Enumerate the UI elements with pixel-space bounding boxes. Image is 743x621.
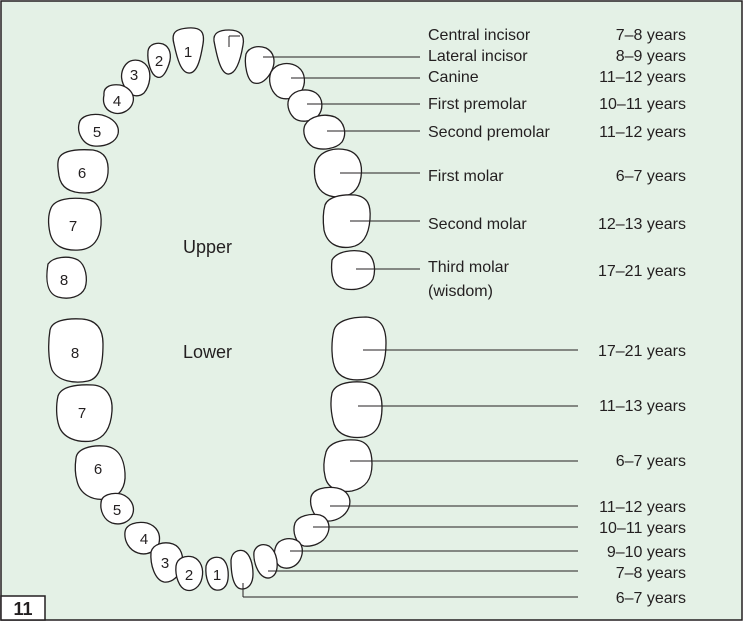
upper-left-tooth-5: 5 — [79, 114, 119, 146]
figure-number-badge: 11 — [1, 596, 45, 620]
label-canine: Canine — [428, 69, 479, 86]
svg-text:1: 1 — [213, 567, 221, 584]
age-first-premolar: 10–11 years — [599, 96, 686, 113]
lower-central-incisor-tooth — [231, 550, 253, 589]
lower-left-tooth-7: 7 — [57, 385, 112, 442]
svg-text:7: 7 — [69, 218, 77, 235]
lower-age-second-molar: 11–13 years — [599, 398, 686, 415]
svg-text:3: 3 — [130, 67, 138, 84]
upper-jaw-label: Upper — [183, 237, 232, 257]
svg-text:6: 6 — [94, 461, 102, 478]
age-third-molar: 17–21 years — [598, 263, 686, 280]
lower-age-first-premolar: 10–11 years — [599, 520, 686, 537]
svg-text:6: 6 — [78, 165, 86, 182]
age-lateral-incisor: 8–9 years — [616, 48, 686, 65]
upper-left-tooth-8: 8 — [47, 257, 86, 298]
label-second-premolar: Second premolar — [428, 124, 551, 141]
label-central-incisor: Central incisor — [428, 27, 531, 44]
age-second-molar: 12–13 years — [598, 216, 686, 233]
svg-text:2: 2 — [185, 567, 193, 584]
upper-left-tooth-6: 6 — [58, 150, 108, 193]
lower-left-tooth-6: 6 — [75, 446, 125, 499]
lower-left-tooth-2: 2 — [176, 556, 203, 590]
svg-text:7: 7 — [78, 405, 86, 422]
svg-text:1: 1 — [184, 44, 192, 61]
lower-age-central-incisor: 6–7 years — [616, 590, 686, 607]
age-second-premolar: 11–12 years — [599, 124, 686, 141]
age-canine: 11–12 years — [599, 69, 686, 86]
age-central-incisor: 7–8 years — [616, 27, 686, 44]
svg-text:2: 2 — [155, 53, 163, 70]
label-third-molar: Third molar — [428, 259, 510, 276]
upper-left-tooth-4: 4 — [103, 85, 133, 114]
lower-age-canine: 9–10 years — [607, 544, 686, 561]
svg-text:5: 5 — [93, 124, 101, 141]
lower-age-third-molar: 17–21 years — [598, 343, 686, 360]
lower-third-molar-tooth — [332, 317, 386, 380]
label-first-molar: First molar — [428, 168, 504, 185]
lower-left-tooth-8: 8 — [49, 319, 103, 382]
svg-text:8: 8 — [60, 272, 68, 289]
lower-left-tooth-1: 1 — [206, 557, 228, 590]
lower-age-first-molar: 6–7 years — [616, 453, 686, 470]
lower-age-second-premolar: 11–12 years — [599, 499, 686, 516]
age-first-molar: 6–7 years — [616, 168, 686, 185]
svg-text:5: 5 — [113, 502, 121, 519]
upper-left-tooth-7: 7 — [49, 198, 102, 250]
label-wisdom: (wisdom) — [428, 283, 493, 300]
label-first-premolar: First premolar — [428, 96, 527, 113]
svg-text:4: 4 — [140, 531, 148, 548]
lower-age-lateral-incisor: 7–8 years — [616, 565, 686, 582]
lower-second-molar-tooth — [331, 382, 382, 438]
label-lateral-incisor: Lateral incisor — [428, 48, 528, 65]
svg-text:4: 4 — [113, 93, 121, 110]
svg-text:8: 8 — [71, 345, 79, 362]
lower-first-molar-tooth — [324, 440, 372, 492]
upper-second-premolar-tooth — [304, 115, 345, 149]
lower-left-tooth-5: 5 — [101, 493, 134, 523]
lower-jaw-label: Lower — [183, 342, 232, 362]
upper-third-molar-tooth — [332, 251, 375, 290]
svg-text:3: 3 — [161, 555, 169, 572]
label-second-molar: Second molar — [428, 216, 527, 233]
svg-text:11: 11 — [13, 599, 32, 619]
